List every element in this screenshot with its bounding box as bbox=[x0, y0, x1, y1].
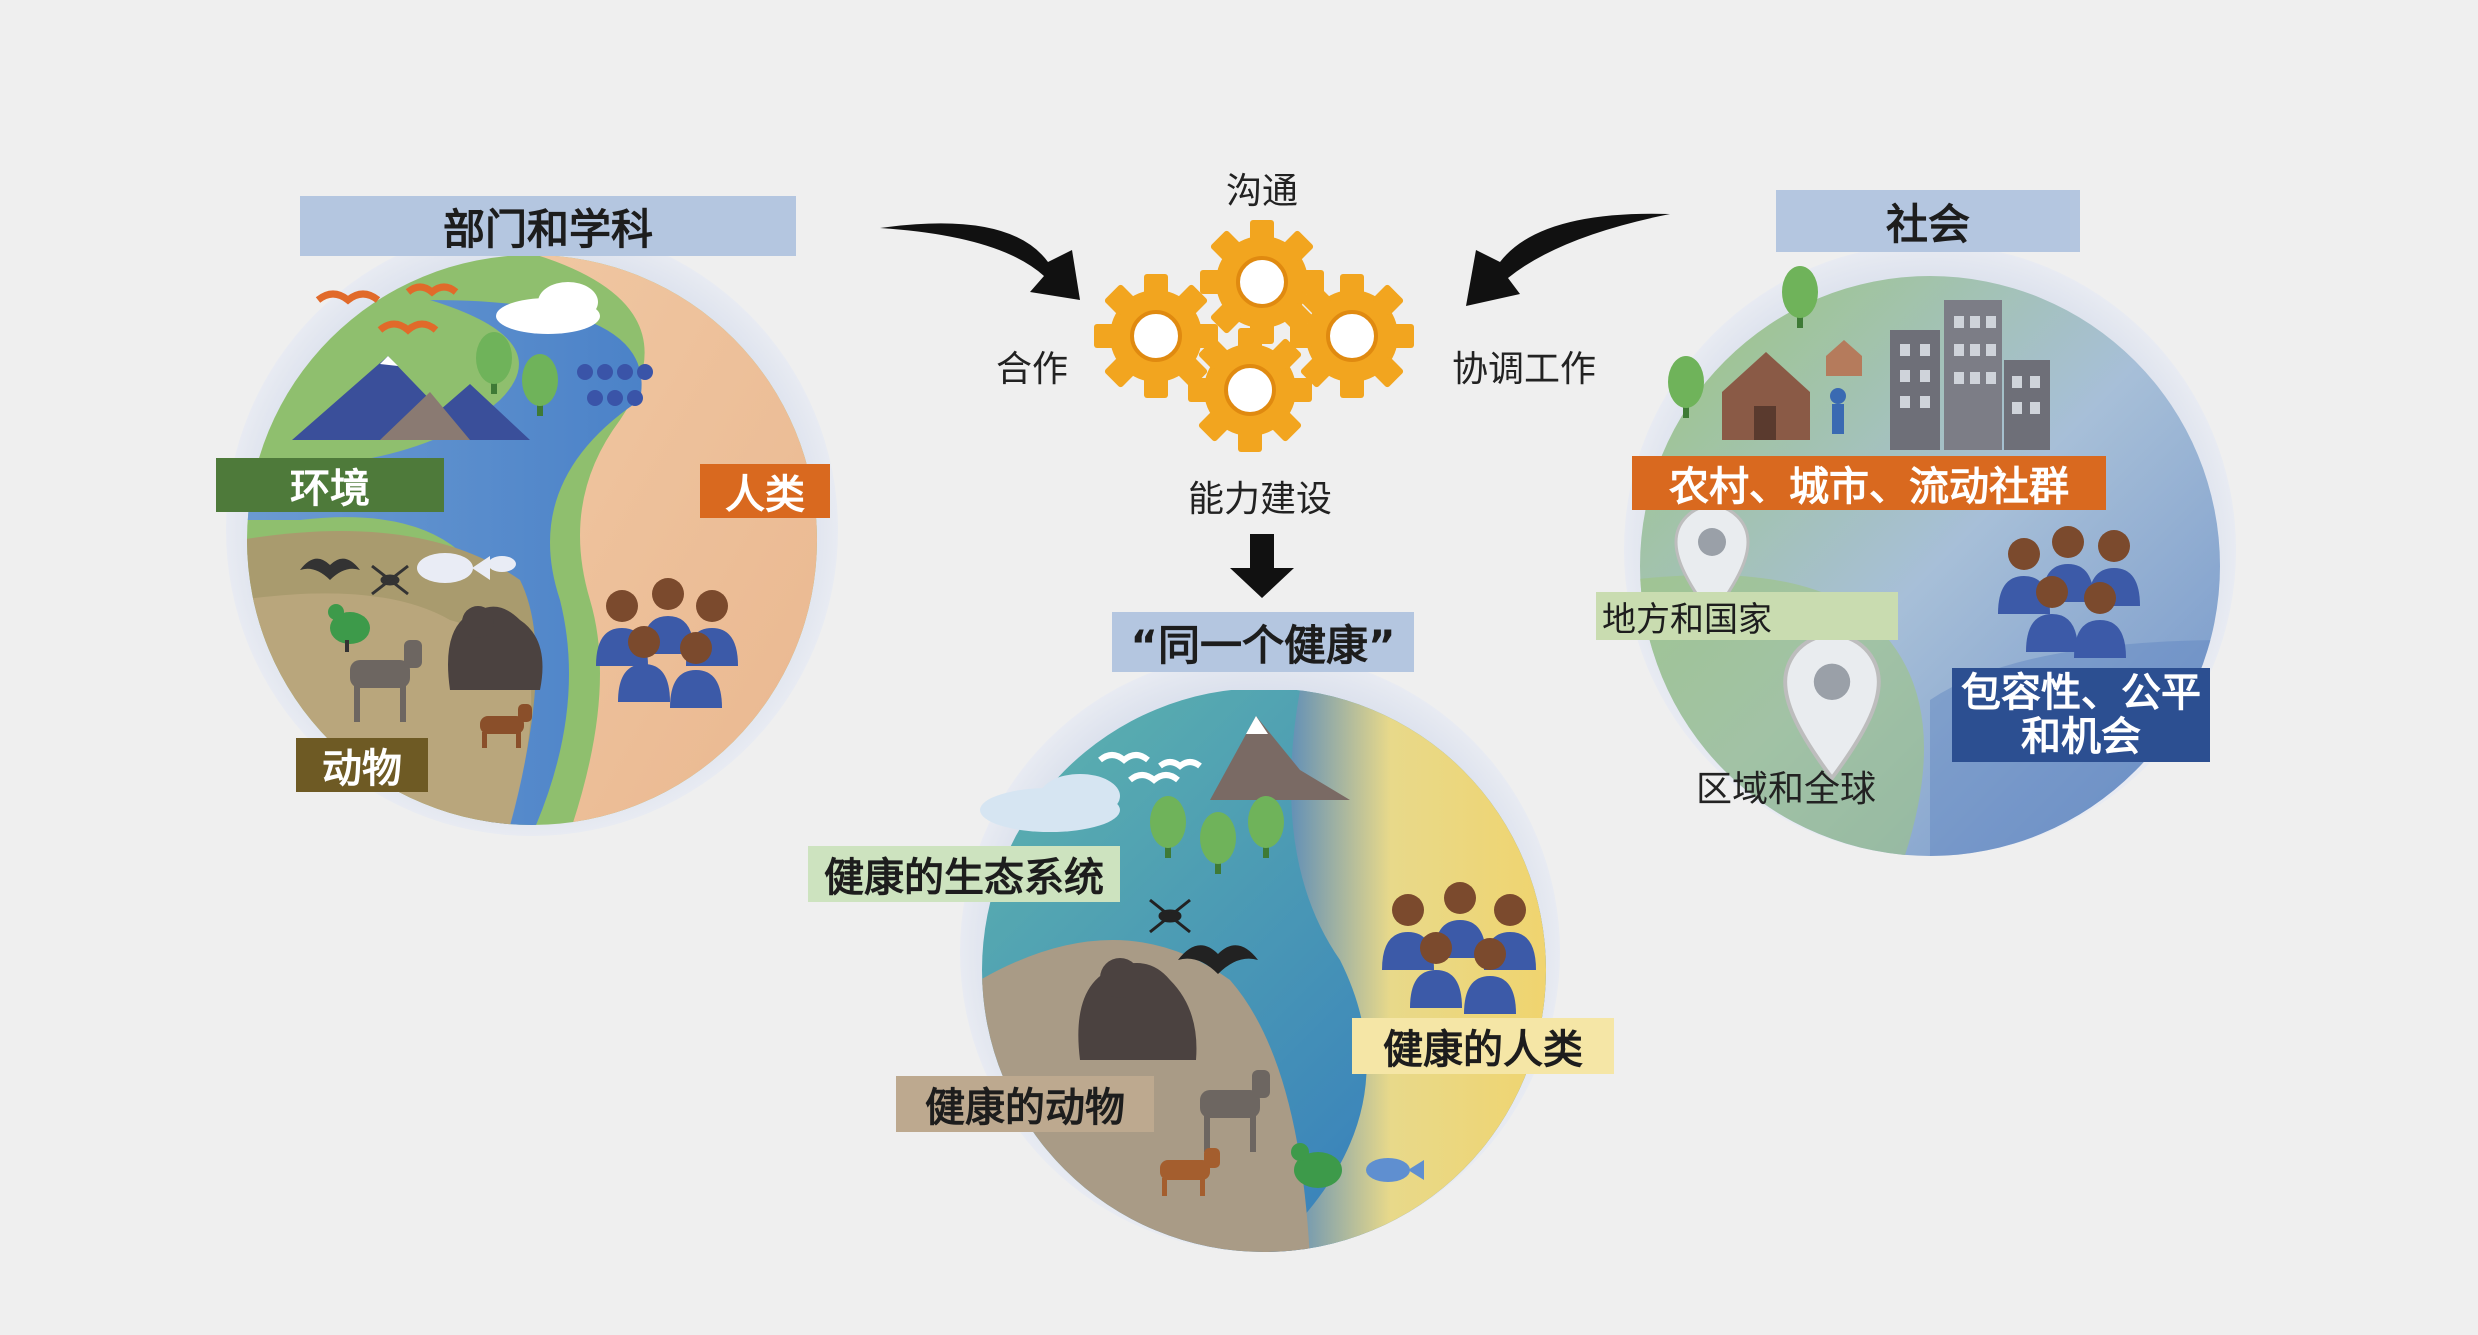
dog-icon bbox=[480, 704, 532, 748]
gear-label-communication: 沟通 bbox=[1226, 171, 1299, 212]
mosquito-icon bbox=[371, 564, 409, 596]
cloud-icon bbox=[980, 774, 1120, 832]
plant-icon bbox=[577, 364, 653, 406]
left-circle bbox=[226, 224, 838, 836]
label-humans: 人类 bbox=[700, 464, 830, 518]
goat-icon bbox=[1200, 1070, 1270, 1152]
right-circle bbox=[1624, 244, 2236, 856]
bat-icon bbox=[1178, 945, 1258, 974]
one-health-title: “同一个健康” bbox=[1112, 612, 1414, 672]
left-title: 部门和学科 bbox=[300, 196, 796, 256]
label-inclusion-line1: 包容性、公平 bbox=[1961, 670, 2201, 716]
location-pin-icon bbox=[1783, 633, 1881, 782]
chicken-icon bbox=[328, 604, 370, 652]
label-communities: 农村、城市、流动社群 bbox=[1632, 456, 2106, 510]
mosquito-icon bbox=[1149, 898, 1191, 934]
label-inclusion: 包容性、公平 和机会 bbox=[1952, 668, 2210, 762]
label-healthy-ecosystem: 健康的生态系统 bbox=[808, 846, 1120, 902]
arrow-icon bbox=[1466, 213, 1670, 306]
cloud-icon bbox=[496, 282, 600, 334]
gear-label-coordination: 协调工作 bbox=[1452, 349, 1597, 390]
gear-label-cooperation: 合作 bbox=[996, 349, 1069, 390]
gears bbox=[1092, 218, 1416, 454]
bat-icon bbox=[300, 558, 360, 580]
bird-icon bbox=[315, 283, 459, 335]
dog-icon bbox=[1160, 1148, 1220, 1196]
gorilla-icon bbox=[448, 606, 543, 690]
right-title: 社会 bbox=[1776, 190, 2080, 252]
gear-icon bbox=[1186, 326, 1314, 454]
person-icon bbox=[1830, 388, 1846, 434]
bottom-circle bbox=[960, 652, 1560, 1252]
house-icon bbox=[1722, 340, 1862, 440]
label-environment: 环境 bbox=[216, 458, 444, 512]
arrow-icon bbox=[880, 223, 1080, 300]
fish-icon bbox=[417, 553, 516, 583]
chicken-icon bbox=[1291, 1143, 1342, 1188]
gear-label-capacity: 能力建设 bbox=[1188, 479, 1333, 520]
label-healthy-humans: 健康的人类 bbox=[1352, 1018, 1614, 1074]
mountain-icon bbox=[1210, 716, 1350, 800]
bird-icon bbox=[1098, 752, 1202, 784]
label-regional-global: 区域和全球 bbox=[1696, 769, 1877, 810]
label-healthy-animals: 健康的动物 bbox=[896, 1076, 1154, 1132]
arrow-icon bbox=[1230, 534, 1294, 598]
fish-icon bbox=[1366, 1158, 1424, 1182]
building-icon bbox=[1890, 300, 2050, 450]
gorilla-icon bbox=[1078, 958, 1197, 1060]
goat-icon bbox=[350, 640, 422, 722]
mountain-icon bbox=[292, 356, 530, 440]
label-animals: 动物 bbox=[296, 738, 428, 792]
label-inclusion-line2: 和机会 bbox=[2021, 714, 2141, 760]
label-local-national: 地方和国家 bbox=[1596, 592, 1898, 640]
